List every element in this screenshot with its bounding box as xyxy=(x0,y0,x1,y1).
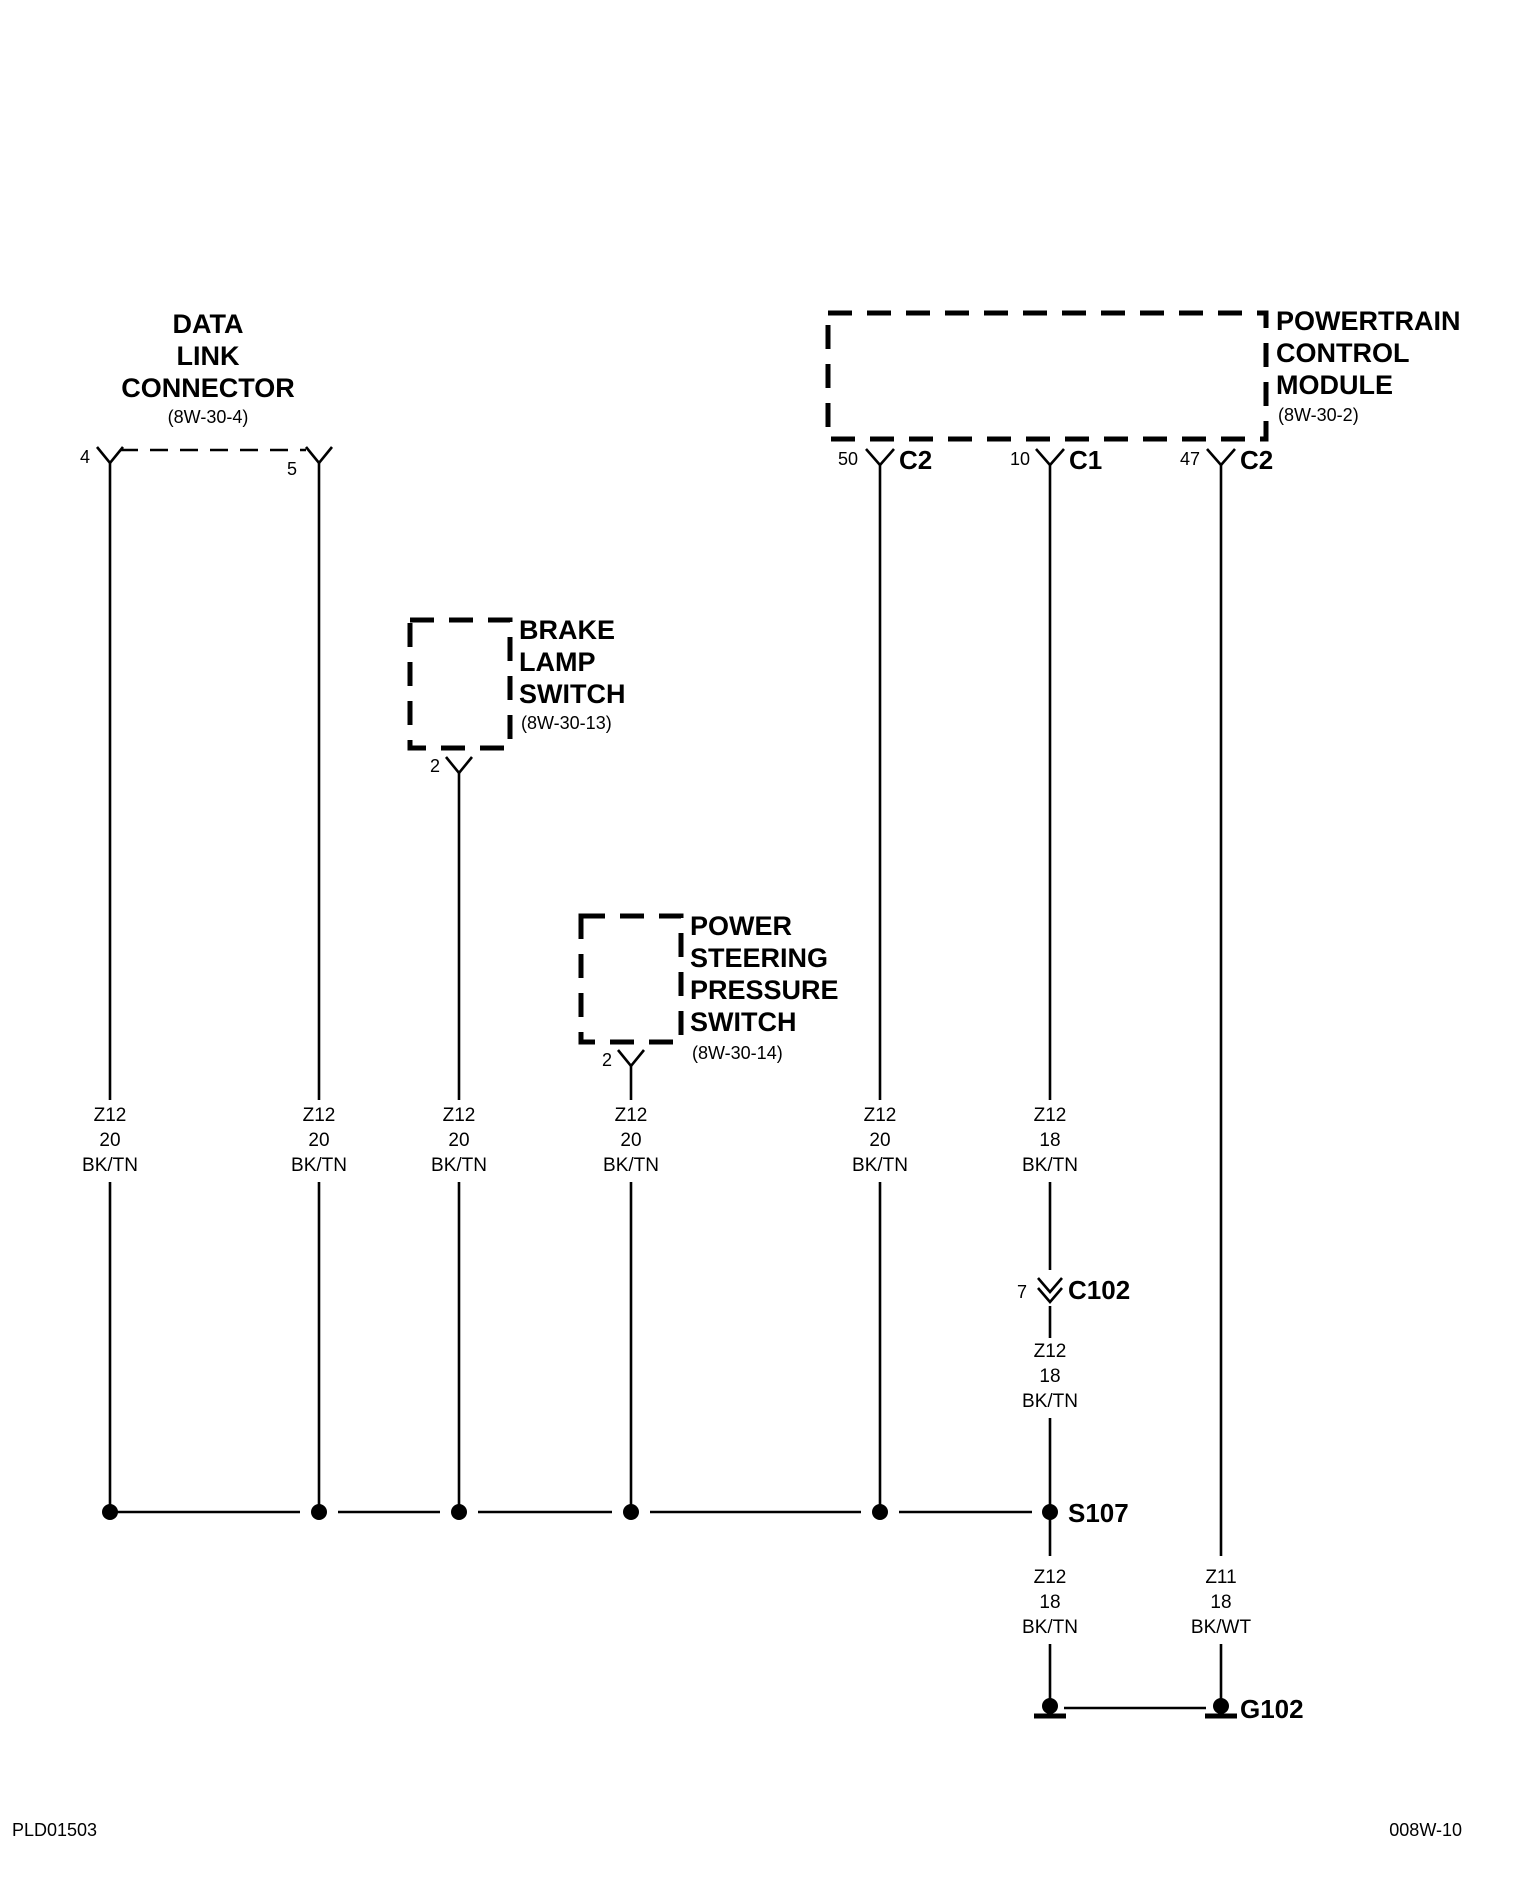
wires xyxy=(108,463,1223,1702)
bls-title-line-1: BRAKE xyxy=(519,615,615,645)
pcm-pin-47-number: 47 xyxy=(1180,449,1200,469)
svg-text:BK/TN: BK/TN xyxy=(291,1155,347,1176)
svg-text:BK/TN: BK/TN xyxy=(852,1155,908,1176)
brake-lamp-switch: BRAKE LAMP SWITCH (8W-30-13) 2 xyxy=(407,615,625,776)
dlc-pin-4-terminal xyxy=(95,446,125,466)
svg-text:Z12: Z12 xyxy=(864,1105,897,1126)
psps-pin-2-terminal xyxy=(616,1049,646,1069)
dlc-pin-5-terminal xyxy=(304,446,334,466)
pcm-title-line-1: POWERTRAIN xyxy=(1276,306,1461,336)
data-link-connector: DATA LINK CONNECTOR (8W-30-4) 4 5 xyxy=(80,309,334,479)
svg-text:20: 20 xyxy=(620,1130,641,1151)
svg-text:BK/TN: BK/TN xyxy=(82,1155,138,1176)
svg-text:BK/WT: BK/WT xyxy=(1191,1617,1252,1638)
powertrain-control-module: POWERTRAIN CONTROL MODULE (8W-30-2) 50 C… xyxy=(825,306,1461,475)
dlc-ref: (8W-30-4) xyxy=(168,407,249,427)
wire-label-w2: Z12 20 BK/TN xyxy=(291,1105,347,1176)
pcm-connector-c1: C1 xyxy=(1069,445,1102,475)
c102-pin-number: 7 xyxy=(1017,1282,1027,1302)
svg-text:Z12: Z12 xyxy=(1034,1567,1067,1588)
svg-text:Z12: Z12 xyxy=(1034,1341,1067,1362)
ground-label: G102 xyxy=(1240,1694,1304,1724)
wire-label-w1: Z12 20 BK/TN xyxy=(82,1105,138,1176)
pcm-pin-50-terminal xyxy=(865,448,895,467)
svg-text:BK/TN: BK/TN xyxy=(603,1155,659,1176)
svg-text:18: 18 xyxy=(1039,1130,1060,1151)
wire-labels: Z12 20 BK/TN Z12 20 BK/TN Z12 20 BK/TN Z… xyxy=(82,1105,1251,1638)
footer-right-code: 008W-10 xyxy=(1389,1820,1462,1840)
wire-label-w8: Z11 18 BK/WT xyxy=(1191,1567,1252,1638)
dlc-title-line-1: DATA xyxy=(173,309,244,339)
svg-text:Z12: Z12 xyxy=(615,1105,648,1126)
splice-dot-3 xyxy=(451,1504,467,1520)
psps-title-line-3: PRESSURE xyxy=(690,975,839,1005)
ground-dot-left xyxy=(1042,1698,1058,1714)
bls-title-line-3: SWITCH xyxy=(519,679,625,709)
wire-label-w3: Z12 20 BK/TN xyxy=(431,1105,487,1176)
wire-label-w5: Z12 20 BK/TN xyxy=(852,1105,908,1176)
pcm-title-line-3: MODULE xyxy=(1276,370,1393,400)
svg-text:20: 20 xyxy=(869,1130,890,1151)
pcm-connector-c2-a: C2 xyxy=(899,445,932,475)
c102-terminal-lower xyxy=(1037,1287,1063,1304)
svg-text:BK/TN: BK/TN xyxy=(1022,1391,1078,1412)
footer-left-code: PLD01503 xyxy=(12,1820,97,1840)
c102-terminal-upper xyxy=(1037,1277,1063,1294)
bls-pin-2-terminal xyxy=(444,756,474,776)
pcm-pin-47-terminal xyxy=(1206,448,1236,467)
svg-text:18: 18 xyxy=(1039,1592,1060,1613)
pcm-connector-c2-b: C2 xyxy=(1240,445,1273,475)
dlc-pin-4-number: 4 xyxy=(80,447,90,467)
svg-text:18: 18 xyxy=(1210,1592,1231,1613)
bls-title-line-2: LAMP xyxy=(519,647,596,677)
pcm-pin-50-number: 50 xyxy=(838,449,858,469)
svg-text:BK/TN: BK/TN xyxy=(431,1155,487,1176)
splice-dot-4 xyxy=(623,1504,639,1520)
svg-text:Z12: Z12 xyxy=(1034,1105,1067,1126)
wire-label-w4: Z12 20 BK/TN xyxy=(603,1105,659,1176)
psps-title-line-2: STEERING xyxy=(690,943,828,973)
svg-text:BK/TN: BK/TN xyxy=(1022,1155,1078,1176)
c102-label: C102 xyxy=(1068,1275,1130,1305)
splice-dot-1 xyxy=(102,1504,118,1520)
svg-text:Z12: Z12 xyxy=(94,1105,127,1126)
splice-dot-5 xyxy=(872,1504,888,1520)
ground-g102: G102 xyxy=(1034,1694,1304,1724)
pcm-pin-10-number: 10 xyxy=(1010,449,1030,469)
pcm-title-line-2: CONTROL xyxy=(1276,338,1409,368)
psps-pin-2-number: 2 xyxy=(602,1050,612,1070)
svg-text:Z11: Z11 xyxy=(1205,1567,1236,1588)
pcm-ref: (8W-30-2) xyxy=(1278,405,1359,425)
dlc-title-line-2: LINK xyxy=(177,341,240,371)
pcm-box xyxy=(825,310,1269,442)
svg-text:20: 20 xyxy=(308,1130,329,1151)
splice-dot-2 xyxy=(311,1504,327,1520)
connector-c102: 7 C102 xyxy=(1017,1275,1130,1305)
splice-label: S107 xyxy=(1068,1498,1129,1528)
svg-text:Z12: Z12 xyxy=(303,1105,336,1126)
bls-box xyxy=(407,617,513,751)
svg-text:BK/TN: BK/TN xyxy=(1022,1617,1078,1638)
svg-text:20: 20 xyxy=(448,1130,469,1151)
psps-box xyxy=(578,913,684,1045)
dlc-pin-5-number: 5 xyxy=(287,459,297,479)
pcm-pin-10-terminal xyxy=(1035,448,1065,467)
wire-label-w6b: Z12 18 BK/TN xyxy=(1022,1341,1078,1412)
psps-ref: (8W-30-14) xyxy=(692,1043,783,1063)
dlc-title-line-3: CONNECTOR xyxy=(121,373,295,403)
svg-text:Z12: Z12 xyxy=(443,1105,476,1126)
power-steering-pressure-switch: POWER STEERING PRESSURE SWITCH (8W-30-14… xyxy=(578,911,839,1070)
svg-text:18: 18 xyxy=(1039,1366,1060,1387)
bls-ref: (8W-30-13) xyxy=(521,713,612,733)
psps-title-line-1: POWER xyxy=(690,911,792,941)
psps-title-line-4: SWITCH xyxy=(690,1007,796,1037)
svg-text:20: 20 xyxy=(99,1130,120,1151)
wire-label-w6: Z12 18 BK/TN xyxy=(1022,1105,1078,1176)
splice-s107: S107 xyxy=(102,1498,1129,1528)
wire-label-w7: Z12 18 BK/TN xyxy=(1022,1567,1078,1638)
splice-dot-6 xyxy=(1042,1504,1058,1520)
bls-pin-2-number: 2 xyxy=(430,756,440,776)
ground-dot-right xyxy=(1213,1698,1229,1714)
